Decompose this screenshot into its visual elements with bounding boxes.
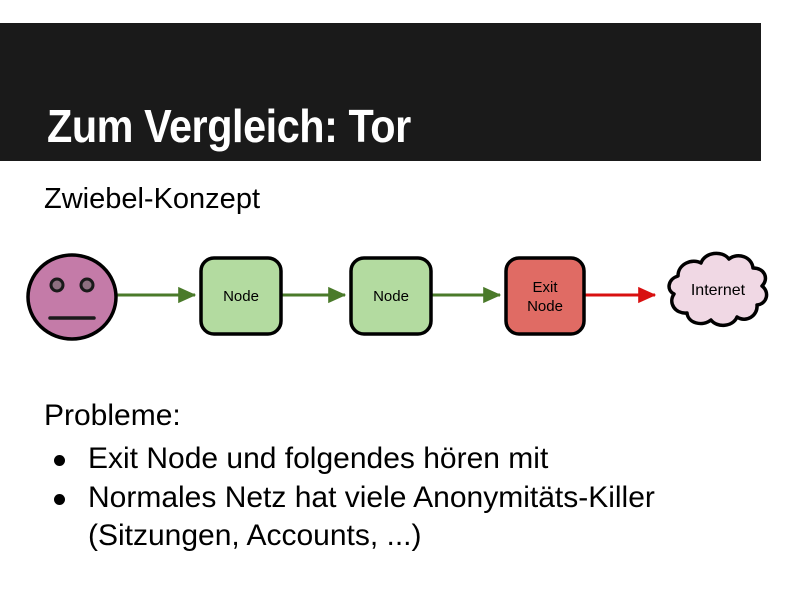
- relay-node-1-label: Node: [223, 288, 259, 305]
- internet-cloud-label: Internet: [691, 282, 746, 299]
- bullet-icon: [54, 455, 65, 466]
- relay-node-2-label: Node: [373, 288, 409, 305]
- title-bar: Zum Vergleich: Tor: [0, 23, 761, 161]
- exit-node-label-line2: Node: [527, 298, 563, 315]
- eye-left-icon: [49, 277, 65, 293]
- problems-heading: Probleme:: [44, 399, 181, 432]
- relay-node-1[interactable]: Node: [199, 256, 283, 336]
- exit-node-label-line1: Exit: [532, 279, 558, 296]
- internet-cloud-icon[interactable]: Internet: [667, 251, 769, 327]
- list-item-line: Normales Netz hat viele Anonymitäts-Kill…: [88, 481, 655, 515]
- bullet-icon: [54, 494, 65, 506]
- slide-subtitle: Zwiebel-Konzept: [44, 183, 260, 215]
- list-item: Normales Netz hat viele Anonymitäts-Kill…: [44, 479, 774, 555]
- list-item: Exit Node und folgendes hören mit: [44, 440, 774, 478]
- problems-list: Exit Node und folgendes hören mit Normal…: [44, 440, 774, 555]
- slide-title: Zum Vergleich: Tor: [47, 100, 411, 152]
- list-item-line: (Sitzungen, Accounts, ...): [88, 519, 422, 553]
- problems-section: Probleme: Exit Node und folgendes hören …: [44, 398, 774, 556]
- tor-onion-routing-diagram: Node Node Exit Node Internet: [0, 240, 800, 360]
- exit-node[interactable]: Exit Node: [504, 256, 586, 336]
- list-item-line: Exit Node und folgendes hören mit: [88, 442, 549, 475]
- relay-node-2[interactable]: Node: [349, 256, 433, 336]
- user-smiley-face-icon: [26, 253, 118, 341]
- eye-right-icon: [79, 277, 95, 293]
